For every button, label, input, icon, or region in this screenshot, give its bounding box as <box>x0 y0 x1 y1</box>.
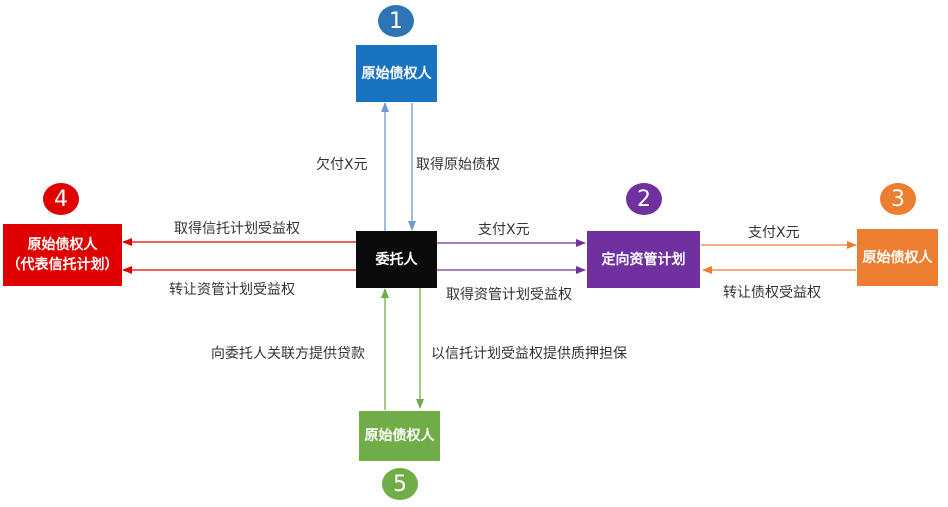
badge-4: 4 <box>43 183 79 215</box>
badge-2: 2 <box>626 183 662 215</box>
node-original-creditor-left: 原始债权人 （代表信托计划） <box>3 224 122 286</box>
label-loan-to-related: 向委托人关联方提供贷款 <box>211 346 365 362</box>
node-original-creditor-top: 原始债权人 <box>356 45 437 102</box>
badge-5: 5 <box>382 468 418 500</box>
label-transfer-claim-benefit: 转让债权受益权 <box>723 285 821 301</box>
label-pay-x-to-plan: 支付X元 <box>478 222 530 238</box>
node-original-creditor-bottom: 原始债权人 <box>359 411 440 461</box>
label-get-original-claim: 取得原始债权 <box>416 157 500 173</box>
label-pledge-guarantee: 以信托计划受益权提供质押担保 <box>431 346 627 362</box>
node-top-label: 原始债权人 <box>361 65 432 82</box>
node-plan-label: 定向资管计划 <box>601 251 686 268</box>
node-original-creditor-right: 原始债权人 <box>857 229 938 286</box>
label-pay-x-to-top: 欠付X元 <box>316 157 368 173</box>
node-right-label: 原始债权人 <box>862 249 933 266</box>
node-trustor-label: 委托人 <box>375 251 418 268</box>
label-get-trust-benefit: 取得信托计划受益权 <box>174 221 300 237</box>
label-pay-x-to-right: 支付X元 <box>748 225 800 241</box>
label-get-plan-benefit: 取得资管计划受益权 <box>446 287 572 303</box>
node-left-line2: （代表信托计划） <box>6 257 119 273</box>
badge-1: 1 <box>378 5 414 37</box>
badge-3: 3 <box>880 183 916 215</box>
node-trustor: 委托人 <box>356 231 437 288</box>
node-left-line1: 原始债权人 <box>27 237 98 253</box>
label-transfer-plan-benefit: 转让资管计划受益权 <box>169 282 295 298</box>
node-bottom-label: 原始债权人 <box>364 428 435 444</box>
node-directional-asset-plan: 定向资管计划 <box>587 231 700 288</box>
